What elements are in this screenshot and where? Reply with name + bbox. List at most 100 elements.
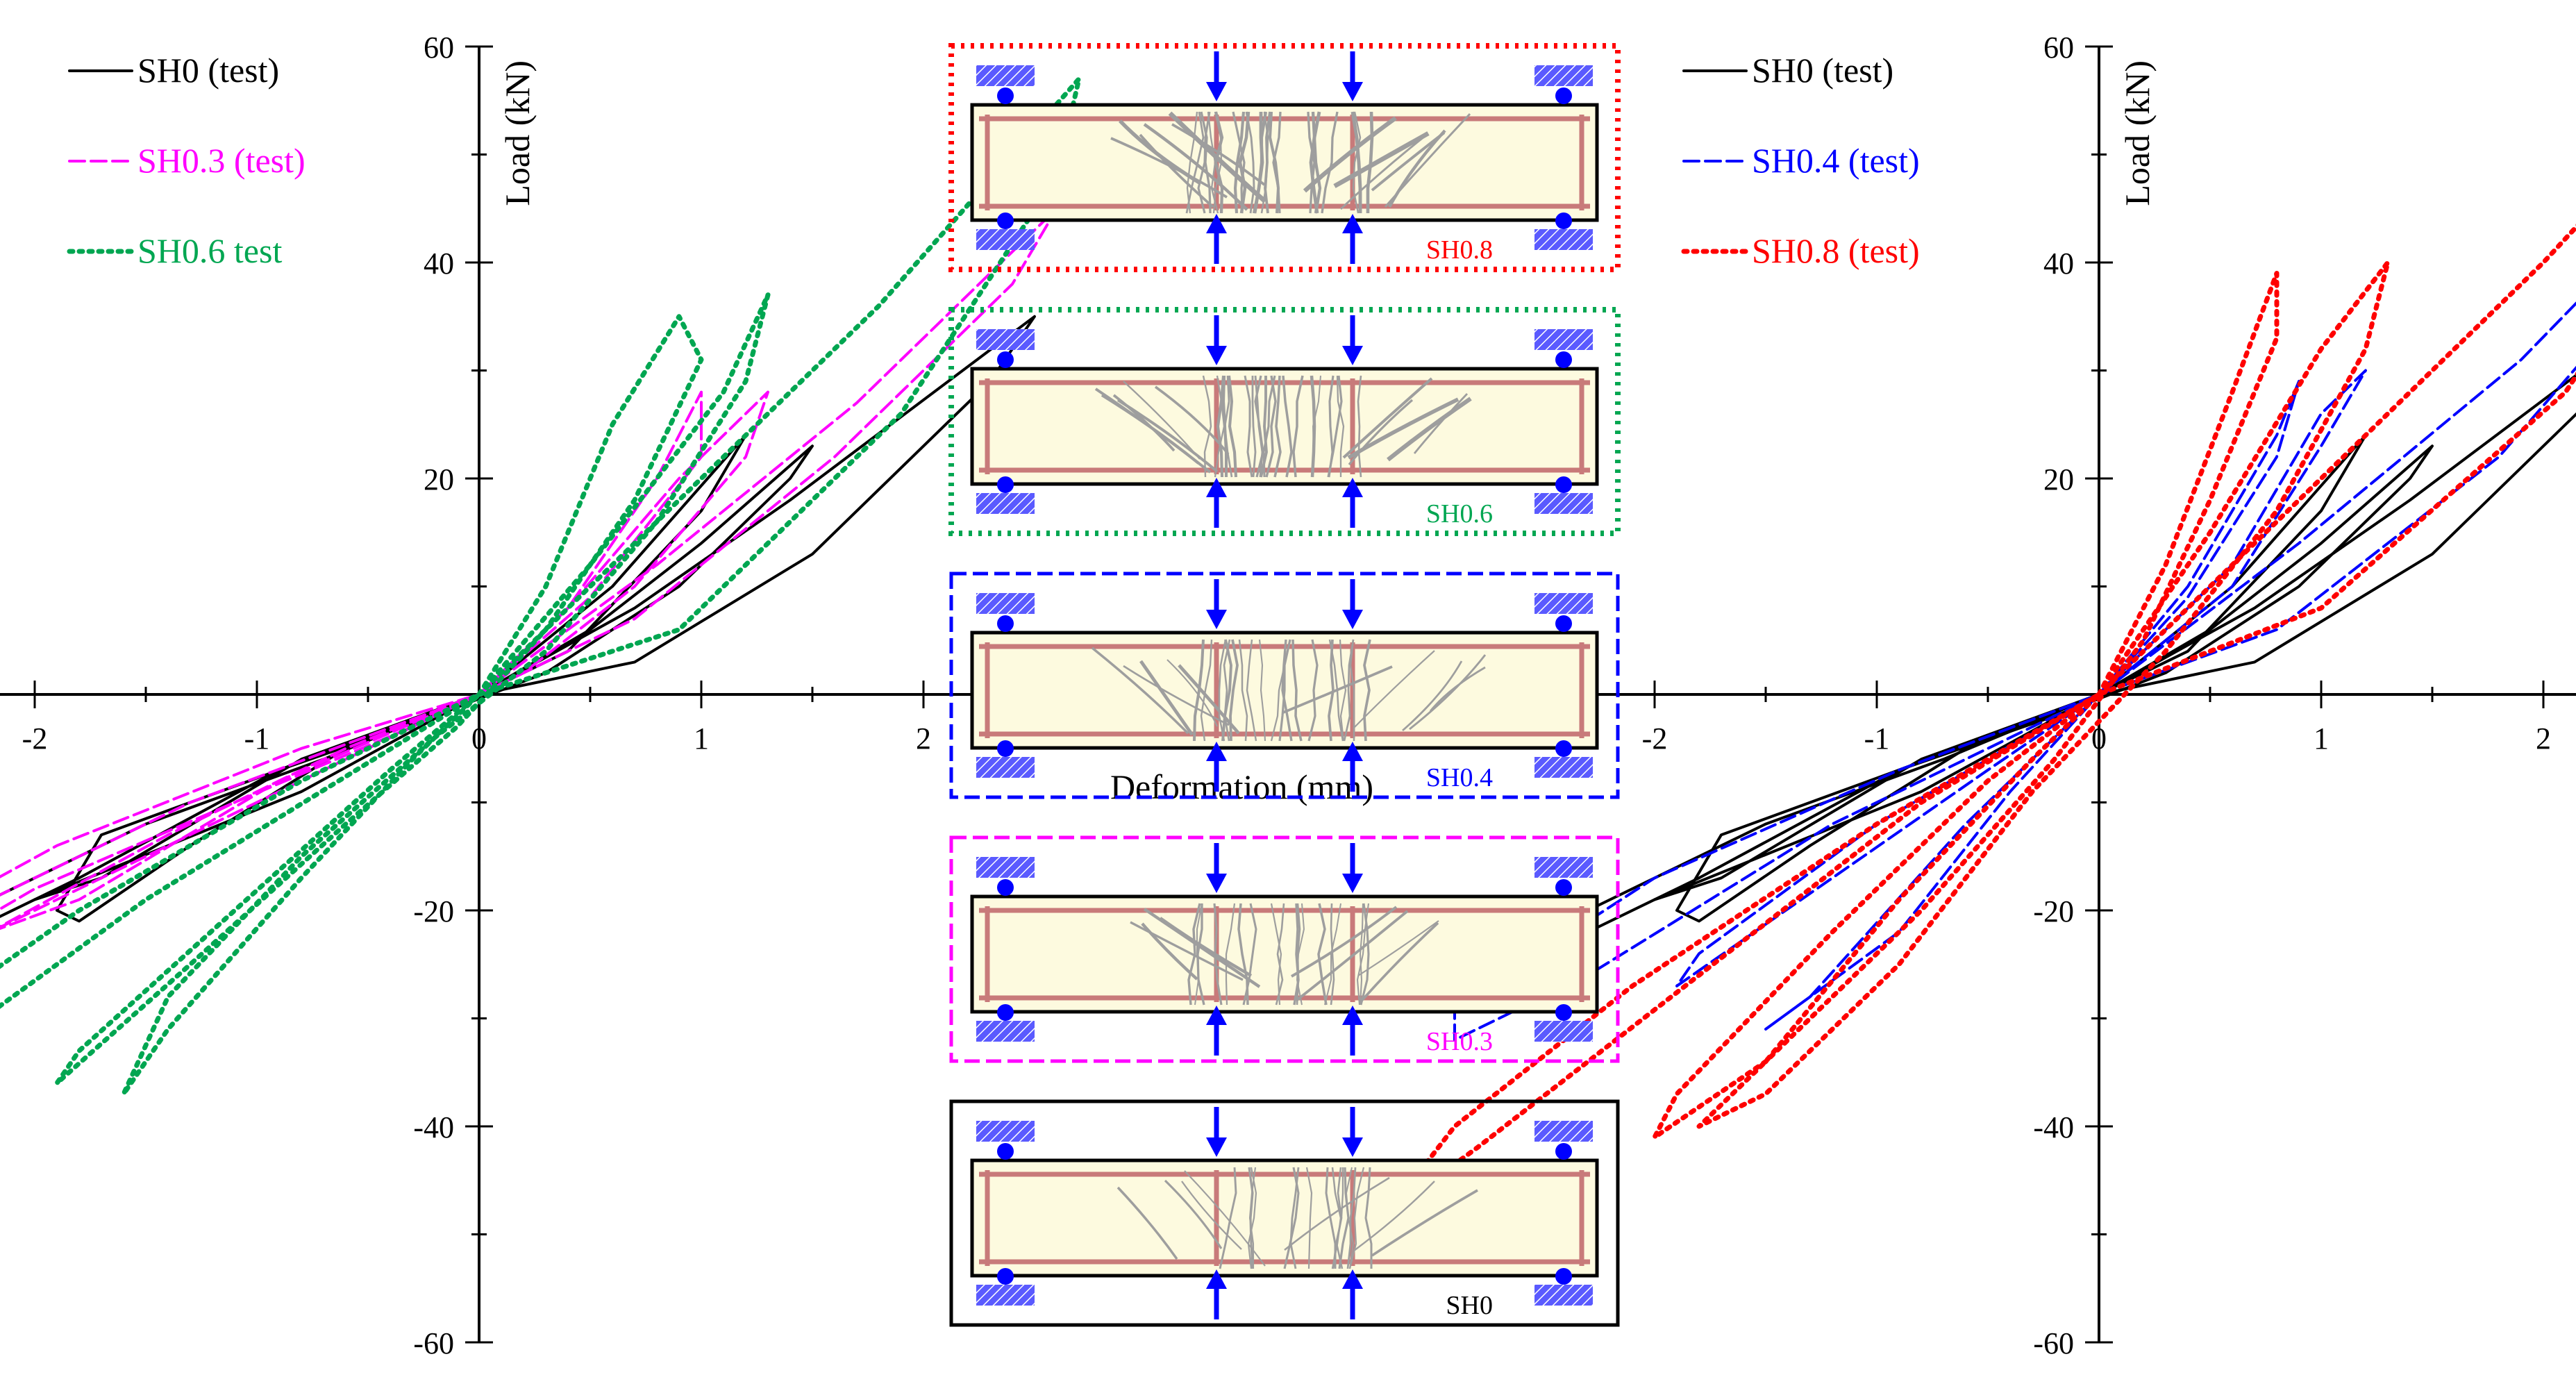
crack-pattern — [1091, 639, 1487, 742]
y-tick-label: 20 — [2043, 462, 2074, 497]
roller-top — [1555, 351, 1572, 368]
crack-line — [1345, 1167, 1355, 1269]
panel-label: SH0.8 — [1426, 235, 1493, 265]
load-arrow-head — [1342, 1269, 1363, 1289]
beam-body — [970, 1158, 1599, 1278]
crack-line — [1200, 111, 1212, 214]
diagonal-crack — [1184, 1170, 1266, 1267]
diagonal-crack — [1388, 129, 1446, 208]
crack-line — [1232, 111, 1246, 214]
support-block-top — [1534, 857, 1593, 878]
diagonal-crack — [1340, 135, 1425, 210]
crack-line — [1325, 1167, 1337, 1269]
support-block-bottom — [1534, 229, 1593, 250]
support-block-top — [1534, 329, 1593, 350]
hysteresis-loop — [0, 390, 703, 931]
crack-line — [1330, 903, 1335, 1006]
series-SH0 — [1542, 374, 2576, 956]
x-tick-label: 0 — [471, 722, 487, 756]
roller-bottom — [1555, 476, 1572, 493]
diagonal-crack — [1413, 393, 1469, 454]
crack-line — [1307, 639, 1319, 742]
roller-bottom — [997, 212, 1014, 229]
crack-line — [1275, 903, 1285, 1006]
crack-line — [1350, 111, 1362, 213]
load-arrow-head — [1342, 82, 1363, 101]
roller-top — [1555, 87, 1572, 104]
crack-pattern — [1094, 375, 1472, 478]
diagonal-crack — [1291, 906, 1398, 978]
crack-line — [1247, 1167, 1257, 1269]
crack-line — [1339, 639, 1347, 742]
roller-top — [997, 1143, 1014, 1160]
roller-top — [997, 351, 1014, 368]
left-legend: SH0 (test)SH0.3 (test)SH0.6 test — [67, 51, 306, 270]
support-block-bottom — [1534, 1285, 1593, 1306]
crack-line — [1273, 375, 1282, 478]
diagonal-crack — [1164, 1179, 1223, 1249]
load-arrow-head — [1206, 1006, 1227, 1025]
support-block-top — [1534, 1121, 1593, 1142]
roller-bottom — [1555, 1004, 1572, 1021]
crack-line — [1187, 903, 1201, 1006]
beam-body — [970, 103, 1599, 222]
load-arrow-head — [1342, 214, 1363, 233]
load-arrow-head — [1206, 874, 1227, 893]
panel-frame — [949, 1099, 1620, 1327]
hysteresis-loop — [1385, 224, 2576, 1215]
legend-label: SH0.4 (test) — [1752, 141, 1920, 180]
crack-line — [1216, 375, 1226, 478]
x-tick-label: 2 — [2536, 722, 2551, 756]
load-arrow-head — [1342, 742, 1363, 761]
crack-pattern — [1130, 903, 1439, 1006]
support-block-top — [1534, 593, 1593, 614]
crack-line — [1346, 1167, 1357, 1269]
diagonal-crack — [1178, 664, 1240, 735]
crack-line — [1246, 639, 1257, 742]
specimen-panel-SH0.4: SH0.4 — [949, 572, 1620, 799]
x-tick-label: -1 — [244, 722, 270, 756]
crack-pattern — [1116, 1167, 1478, 1269]
y-tick-label: 40 — [2043, 247, 2074, 281]
crack-line — [1311, 111, 1322, 214]
load-arrow-head — [1206, 82, 1227, 101]
load-arrow-head — [1206, 346, 1227, 365]
x-tick-label: 2 — [916, 722, 931, 756]
panel-label: SH0.6 — [1426, 499, 1493, 528]
diagonal-crack — [1091, 647, 1189, 735]
x-tick-label: 1 — [694, 722, 709, 756]
diagonal-crack — [1296, 910, 1409, 1001]
crack-line — [1186, 111, 1198, 214]
crack-line — [1200, 639, 1213, 742]
crack-line — [1248, 1167, 1254, 1269]
load-arrow-head — [1206, 610, 1227, 629]
crack-line — [1265, 375, 1277, 478]
diagonal-crack — [1123, 665, 1230, 726]
diagonal-crack — [1284, 1176, 1390, 1251]
panel-frame — [948, 43, 1621, 272]
legend-label: SH0.6 test — [137, 231, 282, 270]
diagonal-crack — [1357, 920, 1439, 976]
crack-line — [1270, 903, 1282, 1006]
load-arrow-head — [1206, 1137, 1227, 1157]
support-block-bottom — [976, 1021, 1035, 1042]
diagonal-crack — [1429, 666, 1486, 712]
load-arrow-head — [1342, 478, 1363, 497]
x-axis-title: Deformation (mm) — [1110, 767, 1373, 806]
crack-line — [1348, 1167, 1365, 1269]
crack-line — [1349, 639, 1355, 741]
roller-bottom — [1555, 212, 1572, 229]
panel-label: SH0 — [1446, 1291, 1493, 1320]
support-block-bottom — [1534, 1021, 1593, 1042]
hysteresis-loop — [0, 76, 1082, 1009]
crack-line — [1272, 111, 1282, 214]
y-tick-label: -60 — [413, 1326, 454, 1360]
x-tick-label: -1 — [1864, 722, 1890, 756]
crack-line — [1227, 375, 1238, 478]
crack-line — [1221, 639, 1232, 742]
support-block-bottom — [1534, 757, 1593, 778]
crack-line — [1218, 639, 1227, 742]
load-arrow-head — [1342, 1006, 1363, 1025]
y-tick-label: -20 — [2033, 894, 2074, 928]
